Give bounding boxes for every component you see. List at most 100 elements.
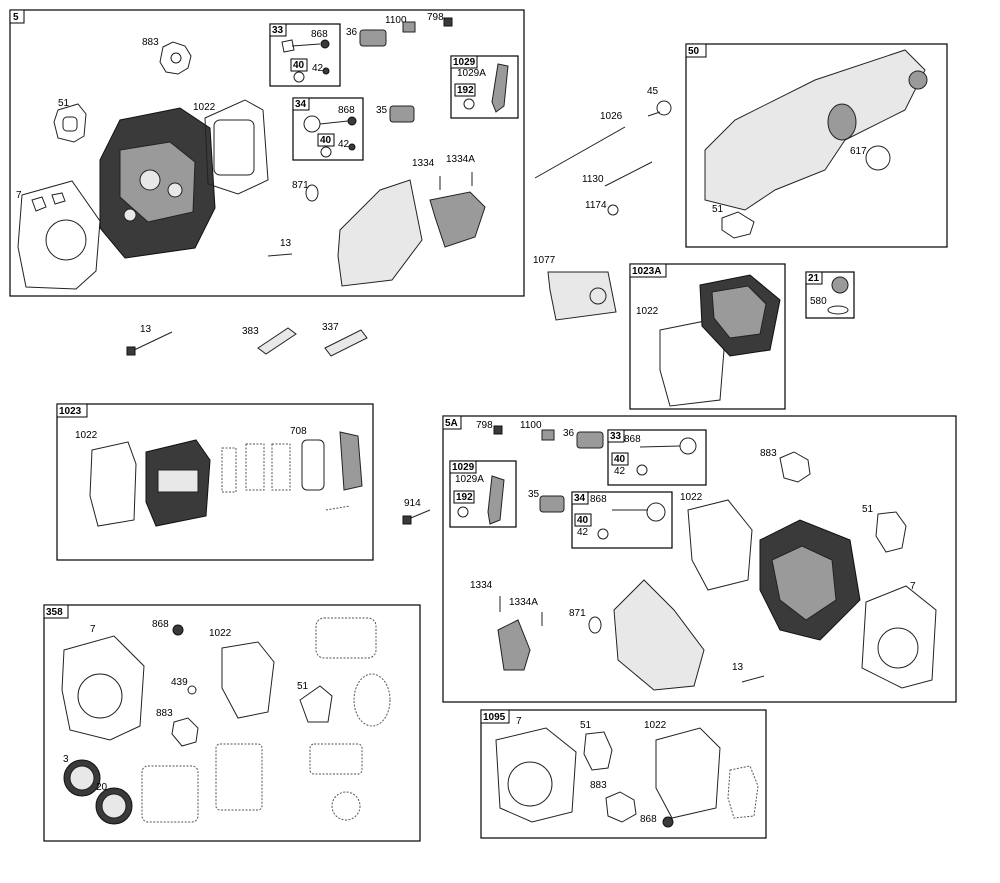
gasket-1022-part [204, 99, 269, 195]
label-1022-d: 1022 [680, 492, 703, 503]
label-7-b: 7 [910, 581, 916, 592]
manifold-port-part [827, 103, 857, 141]
gasket-883-c-part [171, 717, 199, 747]
valve-33b-stem [639, 445, 681, 448]
assembly-1023: 1023 1022 708 [56, 403, 374, 561]
label-13-b: 13 [140, 324, 152, 335]
cylinder-head-port-1 [139, 169, 161, 191]
label-3: 3 [63, 754, 69, 765]
head-gasket-7-c-bore [77, 673, 123, 719]
label-868-d: 868 [590, 494, 607, 505]
pivot-192-b-part [457, 506, 469, 518]
bracket-1077-hole [589, 287, 607, 305]
valve-33-head [281, 39, 295, 53]
gasket-358-dotted-2 [215, 743, 263, 811]
label-51: 51 [58, 98, 70, 109]
assembly-1023a-tag: 1023A [632, 266, 661, 277]
assembly-21-tag: 21 [808, 273, 820, 284]
label-868-a: 868 [311, 29, 328, 40]
label-439: 439 [171, 677, 188, 688]
label-42-a: 42 [312, 63, 324, 74]
label-7-d: 7 [516, 716, 522, 727]
retainer-42-b-part [348, 143, 356, 151]
label-868-e: 868 [152, 619, 169, 630]
bolt-914-head [402, 515, 412, 525]
valve-box-33-tag: 33 [272, 25, 284, 36]
label-383: 383 [242, 326, 259, 337]
breather-1023-part [339, 431, 363, 491]
valve-cover-a-part [337, 179, 423, 287]
gasket-1095-dotted [727, 765, 759, 819]
rocker-1029a-a-part [491, 63, 509, 113]
oil-seal-3-inner [69, 765, 95, 791]
assembly-21: 21 580 [805, 271, 855, 319]
gasket-51-c-part [875, 511, 907, 553]
seal-40-d-tag-box [574, 513, 592, 527]
label-883-b: 883 [760, 448, 777, 459]
head-gasket-7-d-part [495, 727, 577, 823]
assembly-358-tag-box [43, 604, 69, 619]
deflector-b-part [497, 619, 531, 671]
label-13-c: 13 [732, 662, 744, 673]
rocker-box-1029-b-tag: 1029 [452, 462, 475, 473]
bolt-13-b-part [129, 331, 173, 353]
assembly-5a: 5A 798 1100 36 33 868 40 42 883 1029 102… [442, 415, 957, 703]
head-gasket-7-b-part [861, 585, 937, 689]
oring-871-a-part [305, 184, 319, 202]
seal-40-b-part [320, 146, 332, 158]
label-1100-b: 1100 [520, 420, 542, 431]
assembly-1095: 1095 7 51 1022 883 868 [480, 709, 767, 839]
label-13-a: 13 [280, 238, 292, 249]
gasket-51-d-part [299, 685, 333, 723]
assembly-358-frame [43, 604, 421, 842]
label-580: 580 [810, 296, 827, 307]
label-1130: 1130 [582, 174, 604, 185]
seal-40-c-part [636, 464, 648, 476]
assembly-5a-tag-box [442, 415, 462, 430]
valve-box-34b-tag: 34 [574, 493, 586, 504]
spring-35-a-part [389, 105, 415, 123]
seal-40-a-part [293, 71, 305, 83]
valve-box-34-tag-box [292, 97, 310, 111]
gasket-51-e-part [583, 731, 613, 771]
valve-box-33-tag-box [269, 23, 287, 37]
label-45: 45 [647, 86, 659, 97]
assembly-5: 5 883 51 7 1022 33 868 40 42 [9, 9, 525, 297]
label-1334a-b: 1334A [509, 597, 538, 608]
deflector-a-part [429, 191, 486, 248]
head-gasket-7-bore [45, 219, 87, 261]
valve-box-33 [269, 23, 341, 87]
label-883-c: 883 [156, 708, 173, 719]
assembly-50-tag: 50 [688, 46, 700, 57]
assembly-50-frame [685, 43, 948, 248]
valve-box-33b-tag-box [607, 429, 625, 443]
label-42-d: 42 [577, 527, 589, 538]
gasket-883-part [159, 41, 192, 75]
pivot-192-a-tag-box [454, 83, 476, 97]
spark-plug-337-part [324, 329, 368, 357]
valve-cover-1023-label [157, 469, 199, 493]
bolt-13-b-head [126, 346, 136, 356]
label-51-d: 51 [297, 681, 309, 692]
spring-36-a-part [359, 29, 387, 47]
pivot-192-a-part [463, 98, 475, 110]
label-1022-e: 1022 [209, 628, 232, 639]
valve-box-34 [292, 97, 364, 161]
oring-439-part [187, 685, 197, 695]
valve-34-head [303, 115, 321, 133]
label-51-c: 51 [862, 504, 874, 515]
label-708: 708 [290, 426, 307, 437]
stud-1130-part [604, 161, 653, 187]
gasket-1022-d-part [687, 499, 753, 591]
assembly-21-tag-box [805, 271, 823, 285]
seal-40-b-tag-box [317, 133, 335, 147]
gasket-1022-e-part [221, 641, 275, 719]
gasket-358-dotted-6 [331, 791, 361, 821]
label-868-c: 868 [624, 434, 641, 445]
gasket-358-dotted-1 [141, 765, 199, 823]
label-1022-c: 1022 [75, 430, 98, 441]
seal-40-d-part [597, 528, 609, 540]
assembly-1023a-frame [629, 263, 786, 410]
bolt-13-c-part [741, 675, 765, 683]
